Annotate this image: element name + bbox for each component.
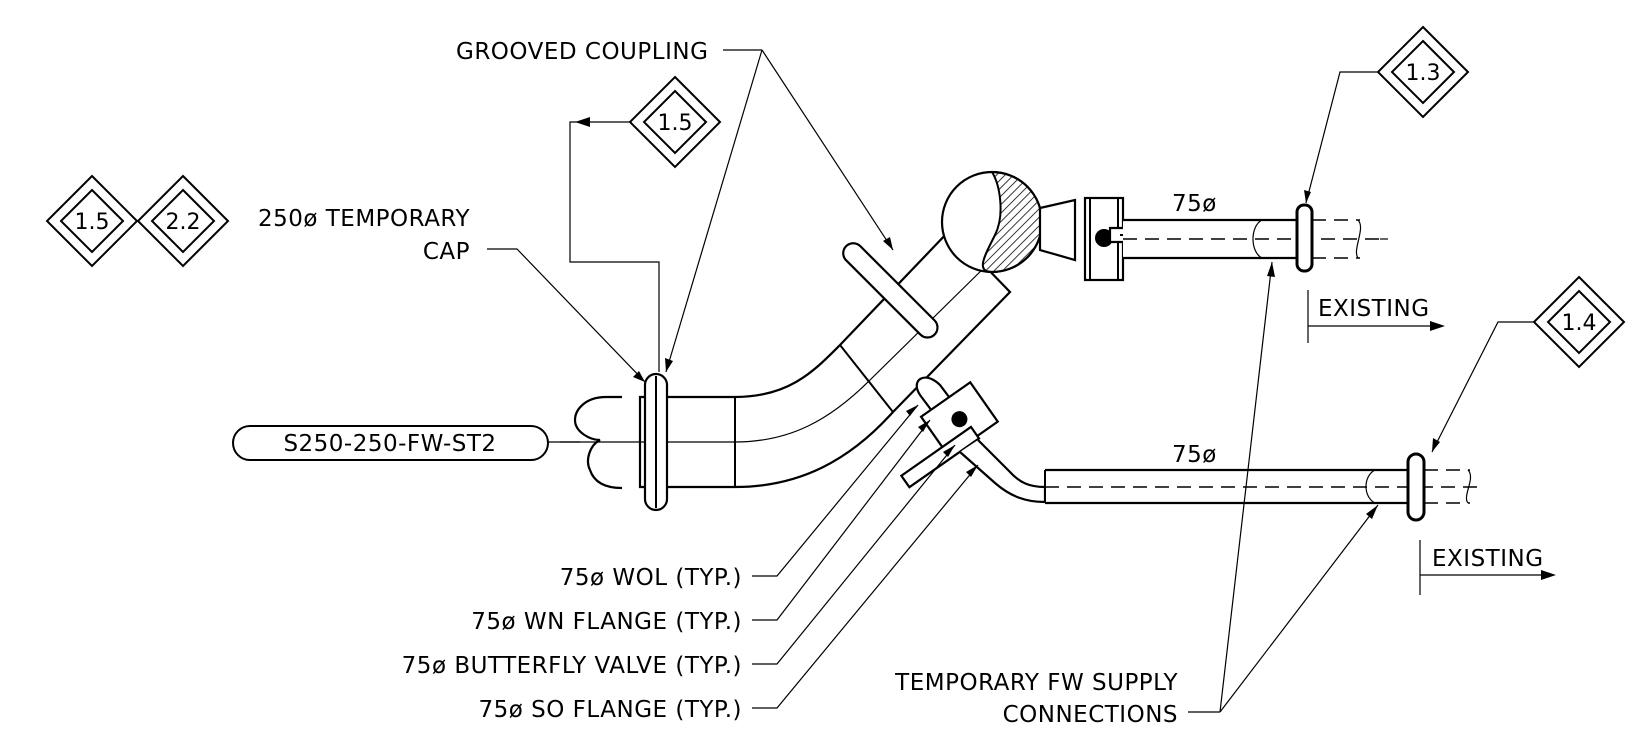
tag-upper-right: 1.3 <box>1376 25 1470 119</box>
tag-top-text: 1.5 <box>658 111 693 136</box>
existing-lower-label: EXISTING <box>1432 546 1544 572</box>
tag-upper-right-text: 1.3 <box>1406 61 1441 86</box>
butterfly-valve-label: 75ø BUTTERFLY VALVE (TYP.) <box>402 653 742 679</box>
upper-diameter-label: 75ø <box>1172 191 1217 217</box>
lower-branch <box>899 376 1480 522</box>
leaders <box>487 49 1556 713</box>
temporary-supply-label-line2: CONNECTIONS <box>1003 702 1178 728</box>
tag-lower-right-text: 1.4 <box>1562 311 1597 336</box>
wn-flange-label: 75ø WN FLANGE (TYP.) <box>471 609 742 635</box>
tag-left-b: 2.2 <box>136 174 230 268</box>
grooved-coupling-label: GROOVED COUPLING <box>456 39 708 65</box>
upper-branch <box>1038 196 1388 282</box>
line-id-badge: S250-250-FW-ST2 <box>232 425 549 461</box>
so-flange-label: 75ø SO FLANGE (TYP.) <box>479 697 742 723</box>
wol-label: 75ø WOL (TYP.) <box>560 565 742 591</box>
tag-left-a: 1.5 <box>45 174 139 268</box>
existing-upper-label: EXISTING <box>1318 296 1430 322</box>
tag-lower-right: 1.4 <box>1532 275 1626 369</box>
main-pipe <box>560 170 1044 512</box>
temporary-cap-label-line2: CAP <box>423 239 470 265</box>
lower-diameter-label: 75ø <box>1172 442 1217 468</box>
grooved-coupling-upper <box>842 242 939 339</box>
tag-top: 1.5 <box>628 75 722 169</box>
line-id-text: S250-250-FW-ST2 <box>283 431 496 457</box>
tag-left-b-text: 2.2 <box>166 210 201 235</box>
temporary-supply-label-line1: TEMPORARY FW SUPPLY <box>894 670 1178 696</box>
grooved-coupling-left <box>643 372 669 512</box>
tag-left-a-text: 1.5 <box>75 210 110 235</box>
temporary-cap-label-line1: 250ø TEMPORARY <box>258 206 470 232</box>
